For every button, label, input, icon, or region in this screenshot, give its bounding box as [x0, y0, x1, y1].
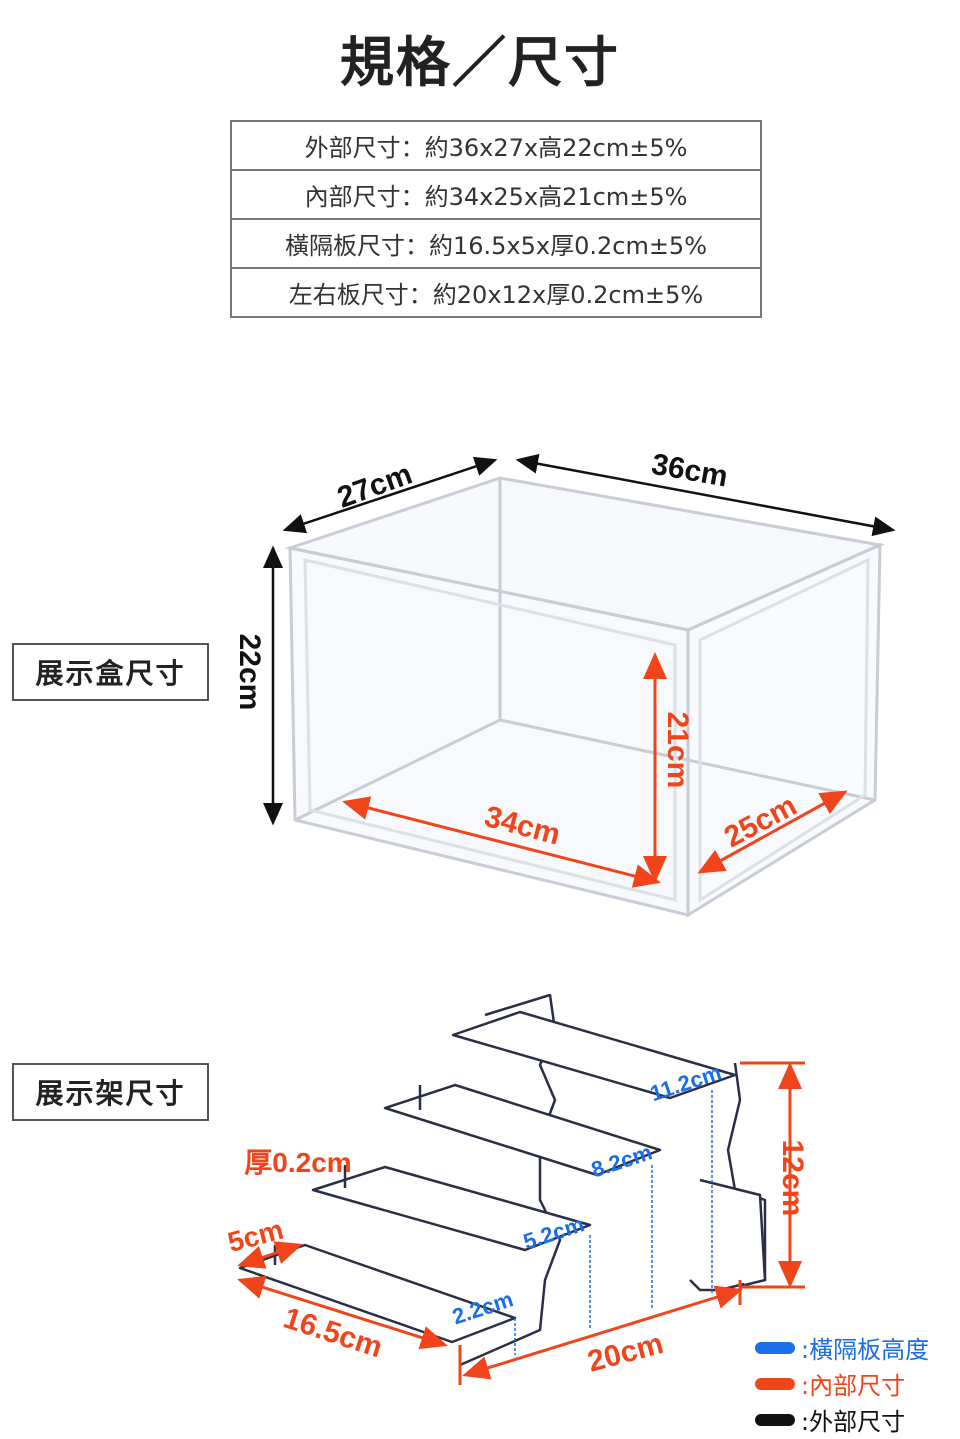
acrylic-box-drawing [284, 476, 886, 918]
stand-dimension-arrows [237, 1061, 805, 1385]
legend-swatch [755, 1413, 795, 1426]
outer-width-label: 27cm [333, 457, 416, 514]
table-row: 內部尺寸：約34x25x高21cm±5% [230, 169, 762, 220]
side-height-label: 12cm [776, 1140, 809, 1217]
spec-value: ：約34x25x高21cm±5% [400, 183, 688, 211]
stand-section-label: 展示架尺寸 [12, 1063, 209, 1121]
spec-value: ：約20x12x厚0.2cm±5% [408, 281, 704, 309]
table-row: 橫隔板尺寸：約16.5x5x厚0.2cm±5% [230, 218, 762, 269]
box-section-label: 展示盒尺寸 [12, 643, 209, 701]
legend-swatch [755, 1377, 795, 1390]
spec-label: 橫隔板尺寸 [284, 232, 405, 260]
spec-value: ：約16.5x5x厚0.2cm±5% [404, 232, 708, 260]
legend-item-outer: :外部尺寸 [755, 1402, 905, 1437]
outer-dimension-arrows [263, 453, 896, 826]
legend-item-shelf-height: :橫隔板高度 [755, 1330, 929, 1365]
page-title: 規格／尺寸 [340, 31, 620, 94]
legend-item-inner: :內部尺寸 [755, 1366, 905, 1401]
shelf-height-lines [514, 1090, 713, 1355]
table-row: 左右板尺寸：約20x12x厚0.2cm±5% [230, 267, 762, 318]
spec-label: 內部尺寸 [304, 183, 401, 211]
legend-swatch [755, 1341, 795, 1354]
spec-value: ：約36x27x高22cm±5% [400, 134, 688, 162]
spec-label: 左右板尺寸 [288, 281, 409, 309]
inner-dimension-arrows [342, 652, 848, 888]
inner-height-label: 21cm [661, 712, 694, 789]
thickness-label: 厚0.2cm [244, 1147, 351, 1178]
spec-table: 外部尺寸：約36x27x高22cm±5% 內部尺寸：約34x25x高21cm±5… [230, 120, 762, 318]
spec-label: 外部尺寸 [304, 134, 401, 162]
table-row: 外部尺寸：約36x27x高22cm±5% [230, 120, 762, 171]
outer-height-label: 22cm [233, 634, 266, 711]
